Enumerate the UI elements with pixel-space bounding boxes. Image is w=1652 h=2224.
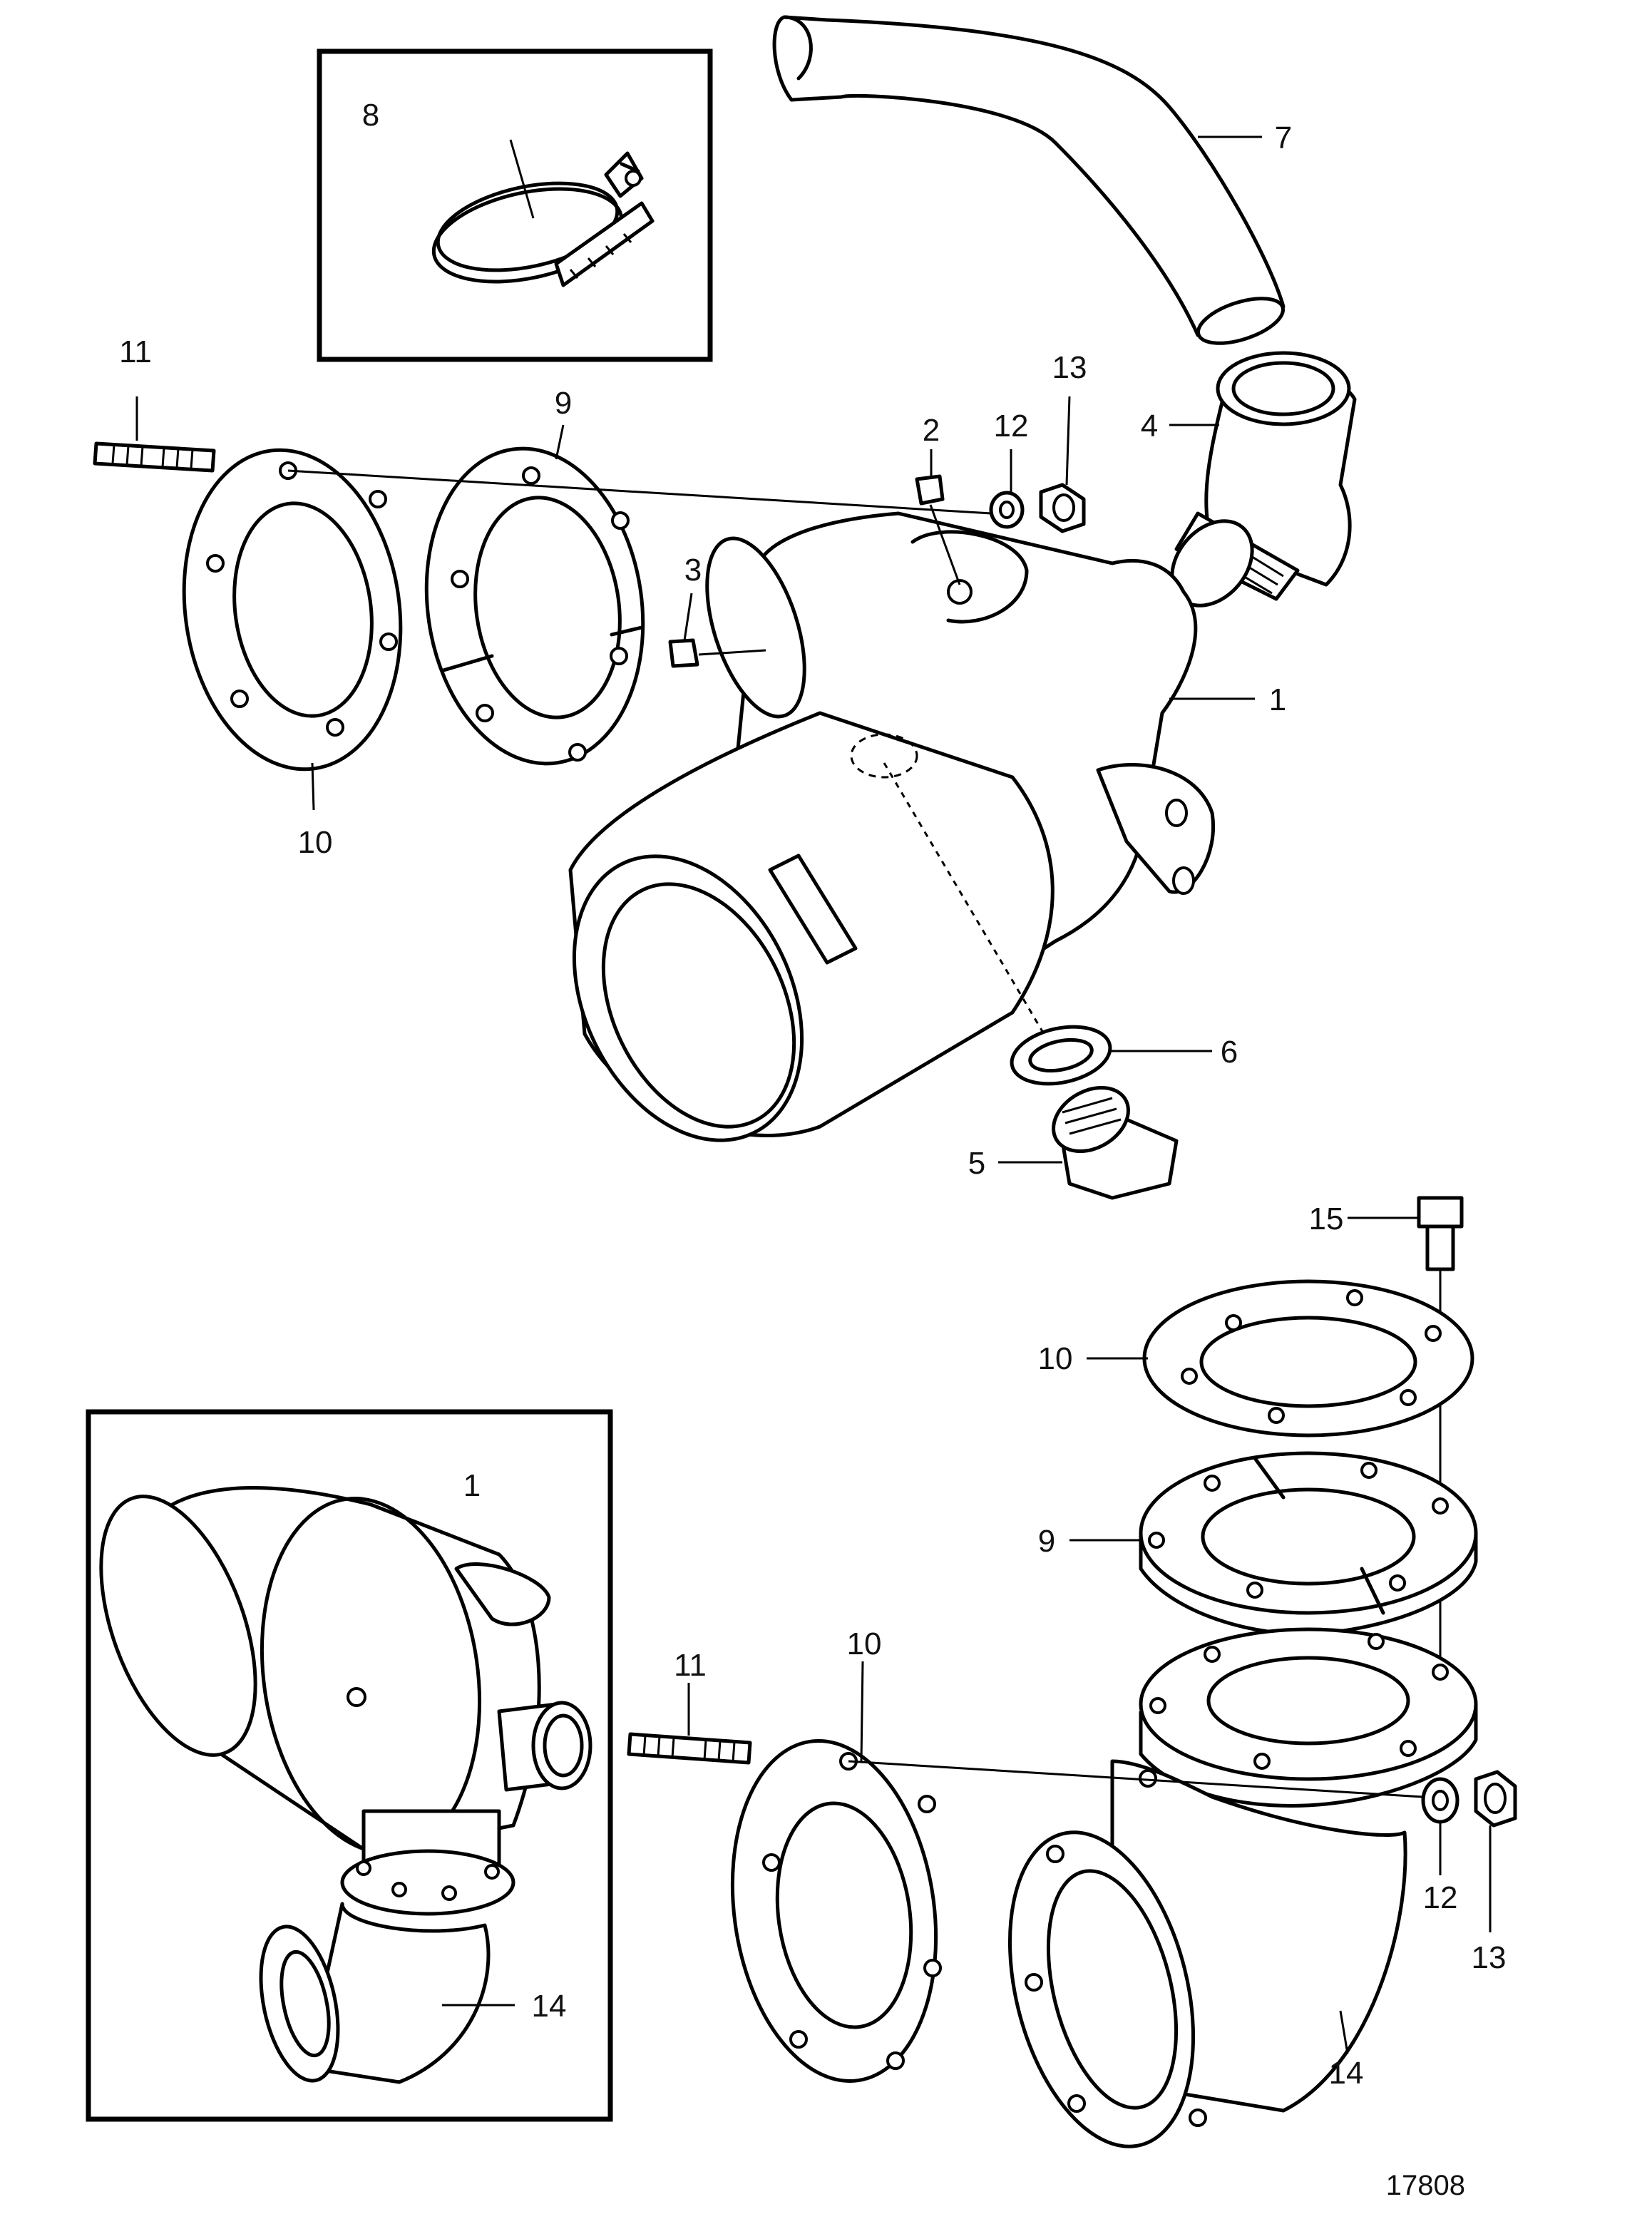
assembly-line-lower	[848, 1760, 1423, 1798]
nut-upper	[1039, 483, 1086, 533]
inset-clamp-box	[317, 48, 713, 362]
flange-gasket-side	[730, 1739, 942, 2083]
callout-4: 4	[1141, 409, 1158, 444]
callout-10-lower: 10	[847, 1626, 882, 1661]
callout-15: 15	[1309, 1201, 1344, 1236]
hose	[772, 15, 1286, 345]
split-flange-lower	[1139, 1451, 1478, 1636]
assembled-silencer	[99, 1486, 592, 2084]
nut-lower	[1474, 1770, 1517, 1828]
figure-id: 17808	[1386, 2170, 1465, 2201]
stud-lower	[627, 1732, 752, 1765]
sealing-washer	[1010, 1025, 1112, 1086]
split-flange-upper	[424, 446, 645, 766]
outlet-elbow	[1007, 1627, 1478, 2148]
silencer-body	[568, 511, 1215, 1142]
assembly-line-upper	[287, 469, 992, 515]
plug-2	[915, 474, 961, 585]
callout-1-inset: 1	[463, 1468, 481, 1503]
washer-lower	[1421, 1777, 1459, 1824]
plug-3	[668, 638, 766, 668]
flange-gasket-upper	[182, 448, 403, 772]
callout-7: 7	[1275, 121, 1292, 155]
callout-9-right: 9	[1038, 1524, 1055, 1559]
elbow-fitting	[1170, 351, 1357, 608]
callout-5: 5	[968, 1146, 985, 1181]
callout-2: 2	[923, 413, 940, 448]
hose-clamp	[431, 139, 655, 287]
callout-10-upper: 10	[298, 825, 333, 860]
callout-10-right: 10	[1038, 1341, 1073, 1376]
washer-upper	[989, 491, 1025, 529]
leader-lines	[135, 135, 1492, 2054]
flange-gasket-lower	[1142, 1279, 1474, 1438]
callout-11-lower: 11	[674, 1648, 707, 1683]
callout-12-upper: 12	[994, 409, 1029, 444]
callout-13-upper: 13	[1052, 350, 1087, 385]
stud-upper	[93, 441, 216, 473]
callout-12-lower: 12	[1423, 1880, 1458, 1915]
callout-1-main: 1	[1269, 682, 1286, 717]
callout-14-inset: 14	[532, 1989, 567, 2024]
drain-plug	[1052, 1085, 1179, 1200]
callout-labels: 8 7 11 9 2 12 13 4 3 1 10 6 5 15 10 9 1 …	[119, 98, 1506, 2091]
callout-14-main: 14	[1329, 2056, 1364, 2091]
callout-6: 6	[1221, 1035, 1238, 1070]
callout-9-upper: 9	[555, 386, 572, 421]
callout-3: 3	[684, 553, 702, 588]
callout-11-upper: 11	[119, 334, 152, 369]
callout-13-lower: 13	[1472, 1940, 1507, 1975]
callout-8: 8	[362, 98, 379, 133]
inset-assembly-box	[86, 1409, 613, 2122]
